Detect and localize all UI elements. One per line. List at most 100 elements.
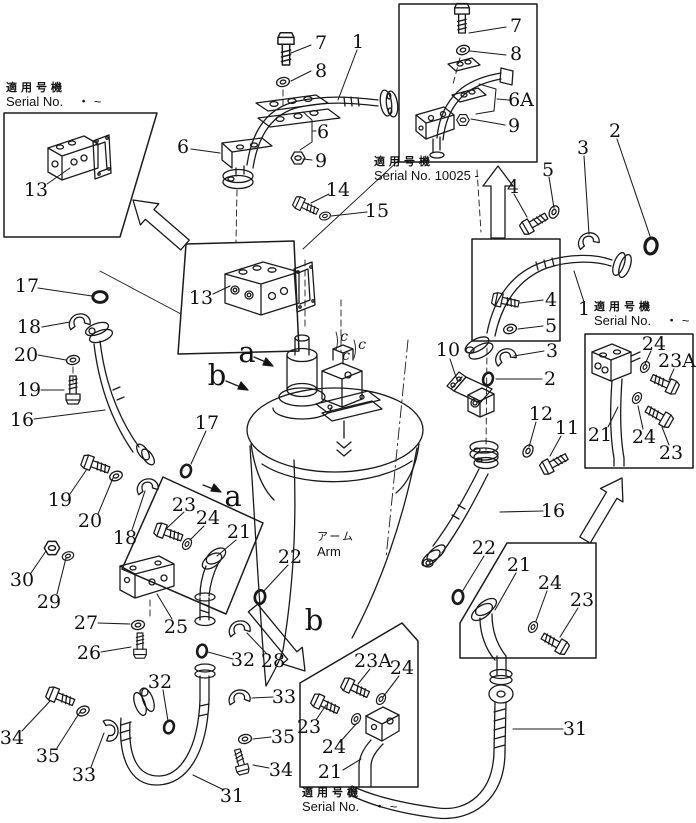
hose-16-left [93, 340, 140, 453]
serial-note-jp: 適用号機 [594, 301, 654, 313]
arrow-up-right-icon [579, 477, 624, 544]
part-label-24: 24 [631, 426, 657, 448]
part-label-21: 21 [506, 554, 532, 576]
clamp-6a-upper [447, 57, 481, 72]
part-label-14: 14 [325, 179, 351, 201]
manifold-13-center [224, 261, 316, 316]
part-label-20: 20 [77, 510, 103, 532]
part-label-8: 8 [509, 43, 523, 65]
part-label-28: 28 [260, 650, 286, 672]
box-bottom-right-detail [459, 542, 597, 659]
box-right-detail [584, 333, 694, 469]
top-hose-assembly [221, 32, 399, 222]
part-label-5: 5 [544, 315, 558, 337]
part-label-10: 10 [435, 339, 461, 361]
bracket-6-group [299, 111, 317, 151]
swivel-joint [246, 331, 424, 687]
part-label-21: 21 [587, 424, 613, 446]
serial-range: ・ ~ [77, 93, 102, 109]
box-view-a [121, 476, 264, 615]
part-label-22: 22 [471, 537, 497, 559]
part-label-24: 24 [321, 736, 347, 758]
part-label-18: 18 [16, 316, 42, 338]
part-label-2: 2 [543, 368, 557, 390]
part-label-4: 4 [544, 289, 558, 311]
part-label-16: 16 [9, 409, 35, 431]
serial-note-en: Serial No.・ ~ [6, 93, 102, 109]
part-label-12: 12 [528, 403, 554, 425]
hose-6a [436, 72, 502, 141]
part-label-13: 13 [188, 287, 214, 309]
part-label-35: 35 [270, 726, 296, 748]
part-label-23: 23 [658, 442, 684, 464]
part-label-a: a [238, 335, 256, 369]
part-label-29: 29 [36, 591, 62, 613]
part-label-6A: 6A [508, 89, 534, 111]
part-label-21: 21 [226, 521, 252, 543]
part-label-c: c [358, 337, 366, 353]
part-label-30: 30 [9, 569, 35, 591]
detail-6a-assembly [415, 2, 514, 159]
part-label-7: 7 [314, 32, 328, 54]
part-label-23: 23 [296, 716, 322, 738]
serial-note-en: Serial No.・ ~ [594, 312, 690, 328]
serial-range: ・ ~ [373, 798, 398, 814]
part-label-24: 24 [389, 657, 415, 679]
annotation-en: Arm [317, 544, 341, 560]
part-label-6: 6 [316, 121, 330, 143]
part-label-33: 33 [71, 764, 97, 786]
part-label-32: 32 [230, 649, 256, 671]
tube-21-right [610, 378, 625, 467]
part-label-35: 35 [35, 745, 61, 767]
part-label-23: 23 [171, 494, 197, 516]
part-label-31: 31 [219, 785, 245, 807]
serial-note-jp: 適用号機 [374, 156, 434, 168]
arrow-up-icon [482, 165, 514, 239]
arrow-down-right-icon [247, 603, 306, 672]
bracket-6a-group [475, 83, 497, 115]
right-hose-assembly [464, 203, 660, 388]
part-label-23: 23 [569, 589, 595, 611]
part-label-13: 13 [23, 179, 49, 201]
part-label-18: 18 [112, 527, 138, 549]
part-label-23A: 23A [354, 650, 392, 672]
part-label-24: 24 [641, 333, 667, 355]
arrow-up-left-icon [132, 199, 190, 251]
arrow-a-head-icon [262, 357, 274, 367]
part-label-1: 1 [577, 298, 591, 320]
part-label-19: 19 [16, 379, 42, 401]
part-label-b: b [304, 603, 324, 637]
box-center-manifold [177, 240, 300, 355]
flange-disc [222, 168, 254, 184]
part-label-24: 24 [195, 507, 221, 529]
part-label-16: 16 [540, 500, 566, 522]
part-label-6: 6 [176, 136, 190, 158]
part-label-34: 34 [0, 727, 25, 749]
hose-1-right [486, 254, 613, 337]
part-label-b: b [207, 358, 227, 392]
box-mid-right [471, 238, 561, 342]
part-label-21: 21 [317, 761, 343, 783]
lower-center-assembly [43, 521, 268, 777]
bottom-box-parts [309, 675, 400, 788]
part-label-1: 1 [351, 31, 365, 53]
part-label-11: 11 [554, 417, 580, 439]
part-label-25: 25 [163, 616, 189, 638]
part-label-24: 24 [537, 572, 563, 594]
serial-note-en: Serial No.・ ~ [302, 798, 398, 814]
part-label-c: c [340, 329, 348, 345]
part-label-17: 17 [194, 412, 220, 434]
annotation-jp: アーム [317, 531, 356, 543]
part-label-15: 15 [364, 200, 390, 222]
part-label-5: 5 [541, 159, 555, 181]
elbow-21-bottom-right [479, 613, 507, 661]
bracket-10-assembly [446, 371, 571, 477]
part-label-22: 22 [277, 546, 303, 568]
part-label-26: 26 [76, 642, 102, 664]
part-label-34: 34 [268, 759, 294, 781]
